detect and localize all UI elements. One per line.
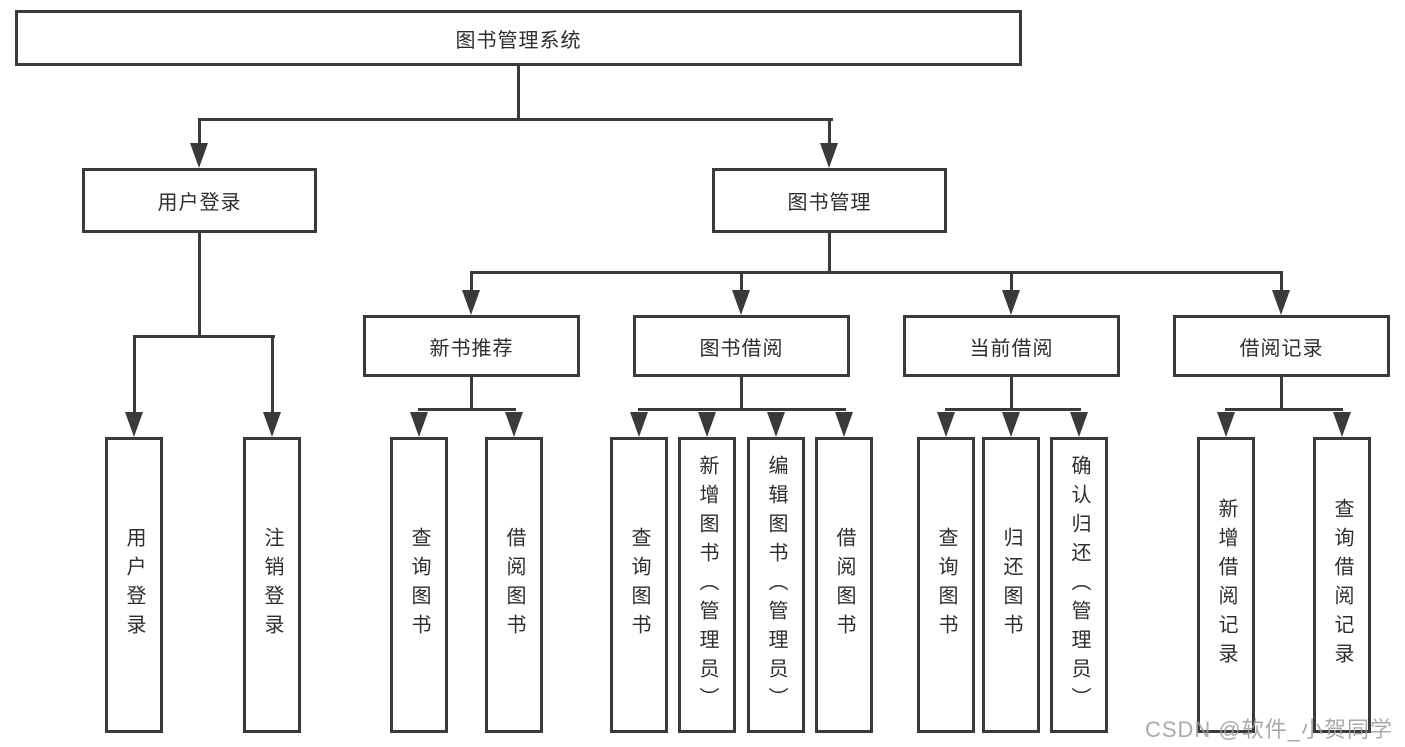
arrowhead bbox=[462, 290, 480, 315]
node-book-borrowing: 图书借阅 bbox=[633, 315, 850, 377]
arrowhead bbox=[1333, 412, 1351, 437]
arrowhead bbox=[630, 412, 648, 437]
connector-line bbox=[740, 271, 743, 291]
connector-line bbox=[1280, 377, 1283, 410]
leaf-add-books-admin: 新增图书（管理员） bbox=[678, 437, 736, 733]
leaf-borrow-books-recommend: 借阅图书 bbox=[485, 437, 543, 733]
arrowhead bbox=[820, 143, 838, 168]
arrowhead bbox=[767, 412, 785, 437]
arrowhead bbox=[937, 412, 955, 437]
connector-line bbox=[1010, 271, 1013, 291]
node-label: 归还图书 bbox=[1000, 527, 1022, 643]
leaf-confirm-return-admin: 确认归还（管理员） bbox=[1050, 437, 1108, 733]
connector-line bbox=[517, 64, 520, 120]
node-label: 借阅图书 bbox=[503, 527, 525, 643]
arrowhead bbox=[505, 412, 523, 437]
node-label: 图书借阅 bbox=[699, 337, 784, 360]
node-current-borrowing: 当前借阅 bbox=[903, 315, 1120, 377]
connector-line bbox=[945, 408, 1081, 411]
arrowhead bbox=[835, 412, 853, 437]
node-label: 注销登录 bbox=[261, 527, 283, 643]
connector-line bbox=[198, 118, 201, 146]
node-label: 图书管理 bbox=[787, 192, 872, 214]
connector-line bbox=[198, 118, 833, 121]
node-label: 编辑图书（管理员） bbox=[765, 454, 787, 716]
node-label: 查询图书 bbox=[935, 527, 957, 643]
connector-line bbox=[1280, 271, 1283, 291]
node-label: 查询图书 bbox=[628, 527, 650, 643]
node-new-book-recommendation: 新书推荐 bbox=[363, 315, 580, 377]
connector-line bbox=[470, 377, 473, 410]
leaf-return-books: 归还图书 bbox=[982, 437, 1040, 733]
leaf-borrow-books-borrowing: 借阅图书 bbox=[815, 437, 873, 733]
arrowhead bbox=[1217, 412, 1235, 437]
connector-line bbox=[1010, 377, 1013, 410]
node-book-management: 图书管理 bbox=[712, 168, 947, 233]
arrowhead bbox=[1002, 290, 1020, 315]
arrowhead bbox=[125, 412, 143, 437]
node-label: 借阅记录 bbox=[1239, 337, 1324, 360]
arrowhead bbox=[190, 143, 208, 168]
node-label: 图书管理系统 bbox=[455, 29, 582, 52]
leaf-query-borrow-record: 查询借阅记录 bbox=[1313, 437, 1371, 733]
arrowhead bbox=[732, 290, 750, 315]
arrowhead bbox=[1002, 412, 1020, 437]
arrowhead bbox=[1272, 290, 1290, 315]
leaf-user-login: 用户登录 bbox=[105, 437, 163, 733]
arrowhead bbox=[410, 412, 428, 437]
leaf-query-books-recommend: 查询图书 bbox=[390, 437, 448, 733]
node-label: 当前借阅 bbox=[969, 337, 1054, 360]
node-library-system: 图书管理系统 bbox=[15, 10, 1022, 66]
node-label: 新书推荐 bbox=[429, 337, 514, 360]
node-label: 新增借阅记录 bbox=[1215, 498, 1237, 672]
node-label: 借阅图书 bbox=[833, 527, 855, 643]
connector-line bbox=[133, 335, 136, 412]
node-borrowing-records: 借阅记录 bbox=[1173, 315, 1390, 377]
node-label: 查询借阅记录 bbox=[1331, 498, 1353, 672]
connector-line bbox=[828, 118, 831, 146]
connector-line bbox=[133, 335, 275, 338]
connector-line bbox=[271, 335, 274, 412]
node-label: 确认归还（管理员） bbox=[1068, 454, 1090, 716]
connector-line bbox=[418, 408, 516, 411]
arrowhead bbox=[1070, 412, 1088, 437]
node-label: 新增图书（管理员） bbox=[696, 454, 718, 716]
csdn-watermark: CSDN @软件_小贺同学 bbox=[1144, 717, 1393, 742]
connector-line bbox=[1225, 408, 1343, 411]
connector-line bbox=[828, 233, 831, 273]
leaf-logout: 注销登录 bbox=[243, 437, 301, 733]
node-label: 用户登录 bbox=[123, 527, 145, 643]
arrowhead bbox=[698, 412, 716, 437]
arrowhead bbox=[263, 412, 281, 437]
node-label: 查询图书 bbox=[408, 527, 430, 643]
connector-line bbox=[470, 271, 1283, 274]
connector-line bbox=[470, 271, 473, 291]
leaf-edit-books-admin: 编辑图书（管理员） bbox=[747, 437, 805, 733]
node-user-login: 用户登录 bbox=[82, 168, 317, 233]
connector-line bbox=[638, 408, 846, 411]
node-label: 用户登录 bbox=[157, 192, 242, 214]
leaf-query-books-current: 查询图书 bbox=[917, 437, 975, 733]
connector-line bbox=[740, 377, 743, 410]
connector-line bbox=[198, 233, 201, 335]
leaf-add-borrow-record: 新增借阅记录 bbox=[1197, 437, 1255, 733]
leaf-query-books-borrowing: 查询图书 bbox=[610, 437, 668, 733]
